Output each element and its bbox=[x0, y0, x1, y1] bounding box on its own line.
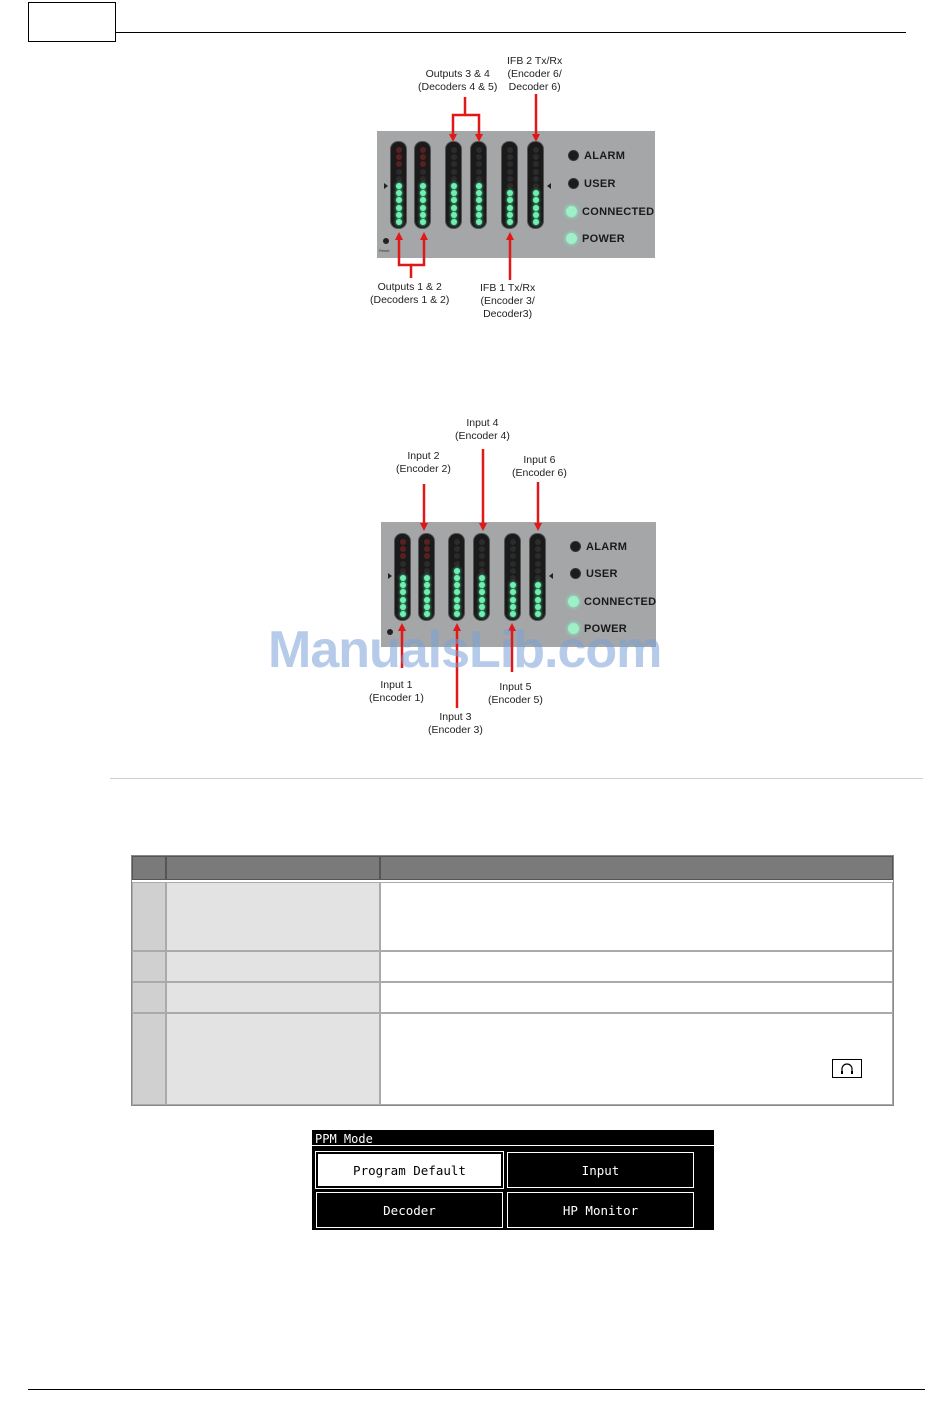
footer-rule bbox=[28, 1389, 925, 1390]
table-header-number bbox=[132, 856, 166, 880]
table-row-1-description bbox=[380, 882, 893, 951]
watermark: ManualsLib.com bbox=[268, 620, 661, 680]
table-row-2-number bbox=[132, 951, 166, 982]
ppm-mode-panel: PPM Mode Program Default Input Decoder H… bbox=[312, 1130, 714, 1230]
table-row-4-number bbox=[132, 1013, 166, 1105]
ppm-title-rule bbox=[312, 1145, 714, 1146]
table-row-3-description bbox=[380, 982, 893, 1013]
arrow-output-4 bbox=[465, 115, 479, 138]
section-separator bbox=[110, 778, 923, 779]
table-row-3-number bbox=[132, 982, 166, 1013]
table-row-2-description bbox=[380, 951, 893, 982]
ppm-input-button[interactable]: Input bbox=[507, 1152, 694, 1188]
ppm-hp-monitor-button[interactable]: HP Monitor bbox=[507, 1192, 694, 1228]
ppm-decoder-button[interactable]: Decoder bbox=[316, 1192, 503, 1228]
arrow-output-3 bbox=[453, 97, 465, 138]
headphones-icon bbox=[832, 1059, 862, 1078]
arrow-output-1 bbox=[399, 236, 411, 278]
table-row-2-item bbox=[166, 951, 380, 982]
table-row-4-description bbox=[380, 1013, 893, 1105]
description-table bbox=[131, 855, 894, 1106]
arrow-output-2 bbox=[411, 236, 424, 265]
table-row-1-number bbox=[132, 882, 166, 951]
table-row-1-item bbox=[166, 882, 380, 951]
table-header-item bbox=[166, 856, 380, 880]
ppm-mode-title: PPM Mode bbox=[315, 1132, 373, 1146]
table-row-4-item bbox=[166, 1013, 380, 1105]
table-row-3-item bbox=[166, 982, 380, 1013]
table-header-description bbox=[380, 856, 893, 880]
ppm-program-default-button[interactable]: Program Default bbox=[316, 1152, 503, 1188]
